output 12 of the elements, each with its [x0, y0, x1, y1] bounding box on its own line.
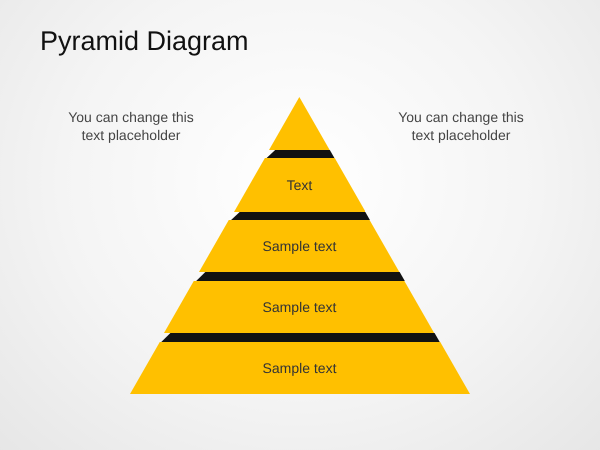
- pyramid-layer: [199, 220, 400, 272]
- title: Pyramid Diagram: [40, 26, 249, 57]
- layer-label: Text: [286, 177, 312, 193]
- placeholder-text: You can change this text placeholder: [67, 108, 195, 144]
- layer-label: Sample text: [262, 238, 336, 254]
- pyramid-layer: [130, 342, 470, 394]
- layer-label: Sample text: [262, 360, 336, 376]
- placeholder-text: You can change this text placeholder: [397, 108, 525, 144]
- pyramid-apex: [269, 97, 330, 150]
- pyramid-layer: [234, 158, 366, 212]
- pyramid-layer: [164, 281, 435, 333]
- layer-label: Sample text: [262, 299, 336, 315]
